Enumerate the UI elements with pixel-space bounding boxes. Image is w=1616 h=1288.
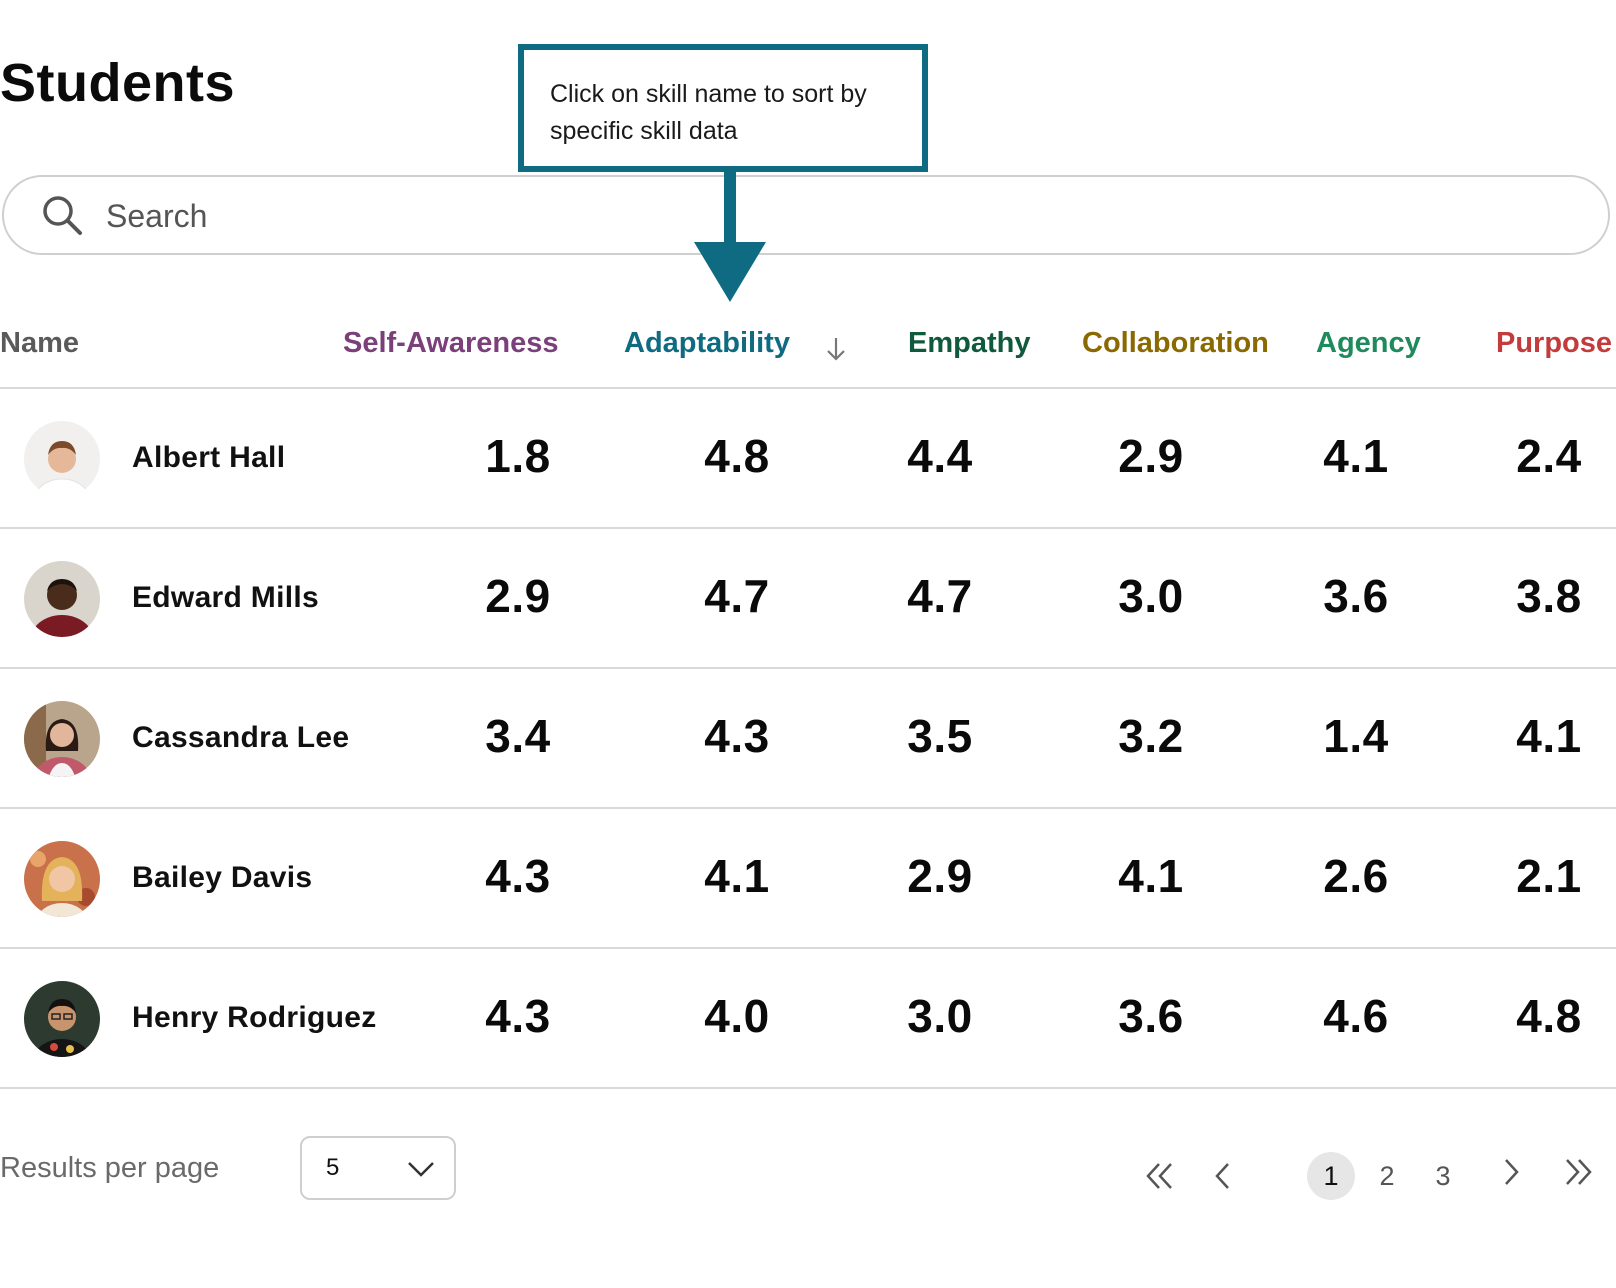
column-header-name: Name [0, 327, 79, 359]
table-divider [0, 1087, 1616, 1089]
table-divider [0, 807, 1616, 809]
score-self-awareness: 4.3 [485, 990, 551, 1042]
page-3-button[interactable]: 3 [1435, 1161, 1451, 1191]
student-name[interactable]: Bailey Davis [132, 861, 313, 894]
score-self-awareness: 3.4 [485, 710, 551, 762]
search-icon [43, 196, 82, 235]
score-purpose: 4.1 [1516, 710, 1582, 762]
column-header-self-awareness[interactable]: Self-Awareness [343, 327, 559, 359]
column-header-purpose[interactable]: Purpose [1496, 327, 1613, 359]
score-empathy: 3.5 [907, 710, 973, 762]
score-adaptability: 4.7 [704, 570, 770, 622]
results-per-page-select[interactable]: 5 [300, 1136, 456, 1200]
column-header-collaboration[interactable]: Collaboration [1082, 327, 1269, 359]
table-divider [0, 667, 1616, 669]
score-empathy: 2.9 [907, 850, 973, 902]
avatar [24, 421, 100, 497]
table-row[interactable]: Edward Mills 2.9 4.7 4.7 3.0 3.6 3.8 [0, 529, 1616, 667]
avatar [24, 701, 100, 777]
score-collaboration: 3.6 [1118, 990, 1184, 1042]
column-header-empathy[interactable]: Empathy [908, 327, 1031, 359]
score-purpose: 3.8 [1516, 570, 1582, 622]
score-self-awareness: 2.9 [485, 570, 551, 622]
search-input[interactable] [104, 191, 1508, 241]
score-self-awareness: 4.3 [485, 850, 551, 902]
score-collaboration: 4.1 [1118, 850, 1184, 902]
page-title: Students [0, 53, 236, 113]
avatar [24, 981, 100, 1057]
table-divider [0, 527, 1616, 529]
score-agency: 4.1 [1323, 430, 1389, 482]
student-name[interactable]: Albert Hall [132, 441, 286, 474]
score-adaptability: 4.8 [704, 430, 770, 482]
callout-arrow-icon [694, 172, 766, 302]
table-divider [0, 387, 1616, 389]
score-collaboration: 2.9 [1118, 430, 1184, 482]
column-header-adaptability[interactable]: Adaptability [624, 327, 790, 359]
score-adaptability: 4.0 [704, 990, 770, 1042]
chevron-down-icon [408, 1162, 434, 1177]
table-row[interactable]: Henry Rodriguez 4.3 4.0 3.0 3.6 4.6 4.8 [0, 949, 1616, 1087]
student-name[interactable]: Henry Rodriguez [132, 1001, 377, 1034]
table-divider [0, 947, 1616, 949]
student-name[interactable]: Cassandra Lee [132, 721, 350, 754]
sort-descending-icon[interactable] [825, 335, 847, 363]
search-bar[interactable] [2, 175, 1610, 255]
sort-hint-text: Click on skill name to sort by specific … [550, 80, 867, 145]
score-agency: 1.4 [1323, 710, 1389, 762]
results-per-page-label: Results per page [0, 1152, 220, 1184]
score-agency: 3.6 [1323, 570, 1389, 622]
avatar [24, 841, 100, 917]
avatar [24, 561, 100, 637]
score-collaboration: 3.0 [1118, 570, 1184, 622]
column-header-agency[interactable]: Agency [1316, 327, 1421, 359]
table-row[interactable]: Cassandra Lee 3.4 4.3 3.5 3.2 1.4 4.1 [0, 669, 1616, 807]
score-purpose: 4.8 [1516, 990, 1582, 1042]
results-per-page-value: 5 [326, 1154, 340, 1181]
score-adaptability: 4.1 [704, 850, 770, 902]
first-page-icon[interactable] [1144, 1160, 1176, 1192]
table-row[interactable]: Albert Hall 1.8 4.8 4.4 2.9 4.1 2.4 [0, 389, 1616, 527]
score-collaboration: 3.2 [1118, 710, 1184, 762]
page-1-button[interactable]: 1 [1307, 1152, 1355, 1200]
score-adaptability: 4.3 [704, 710, 770, 762]
score-agency: 2.6 [1323, 850, 1389, 902]
score-purpose: 2.4 [1516, 430, 1582, 482]
next-page-icon[interactable] [1500, 1156, 1522, 1188]
student-name[interactable]: Edward Mills [132, 581, 319, 614]
score-empathy: 3.0 [907, 990, 973, 1042]
score-empathy: 4.7 [907, 570, 973, 622]
previous-page-icon[interactable] [1212, 1160, 1234, 1192]
score-self-awareness: 1.8 [485, 430, 551, 482]
last-page-icon[interactable] [1562, 1156, 1594, 1188]
score-agency: 4.6 [1323, 990, 1389, 1042]
table-row[interactable]: Bailey Davis 4.3 4.1 2.9 4.1 2.6 2.1 [0, 809, 1616, 947]
sort-hint-callout: Click on skill name to sort by specific … [518, 44, 928, 172]
score-purpose: 2.1 [1516, 850, 1582, 902]
score-empathy: 4.4 [907, 430, 973, 482]
page-2-button[interactable]: 2 [1379, 1161, 1395, 1191]
